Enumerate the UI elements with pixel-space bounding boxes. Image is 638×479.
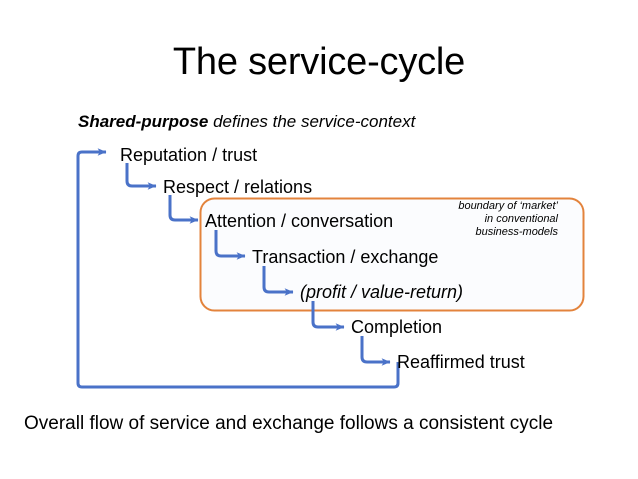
cycle-step-respect-relations: Respect / relations <box>163 177 313 197</box>
cycle-step-profit-value-return: (profit / value-return) <box>300 282 464 302</box>
subtitle-emphasis: Shared-purpose <box>78 112 209 131</box>
market-boundary-note: boundary of ‘market’ in conventional bus… <box>398 200 558 239</box>
subtitle: Shared-purpose defines the service-conte… <box>78 111 415 132</box>
cycle-step-reaffirmed-trust: Reaffirmed trust <box>397 352 525 372</box>
arrow-reputation-to-respect <box>125 163 157 190</box>
arrow-return-cycle-loop <box>76 148 400 389</box>
boundary-note-line-3: business-models <box>475 226 558 238</box>
boundary-note-line-2: in conventional <box>484 213 558 225</box>
cycle-step-completion: Completion <box>351 317 443 337</box>
cycle-step-transaction-exchange: Transaction / exchange <box>252 247 439 267</box>
cycle-step-reputation-trust: Reputation / trust <box>120 145 258 165</box>
market-boundary-box <box>199 197 585 312</box>
cycle-step-attention-conversation: Attention / conversation <box>205 211 394 231</box>
arrow-completion-to-reaffirmed-trust <box>360 336 391 366</box>
arrow-attention-to-transaction <box>214 230 246 260</box>
page-title: The service-cycle <box>172 41 466 83</box>
arrow-profit-to-completion <box>311 301 345 331</box>
subtitle-rest: defines the service-context <box>208 112 416 131</box>
boundary-note-line-1: boundary of ‘market’ <box>458 200 558 212</box>
arrow-respect-to-attention <box>168 195 199 224</box>
arrow-transaction-to-profit <box>262 266 294 296</box>
summary-caption: Overall flow of service and exchange fol… <box>24 413 554 434</box>
